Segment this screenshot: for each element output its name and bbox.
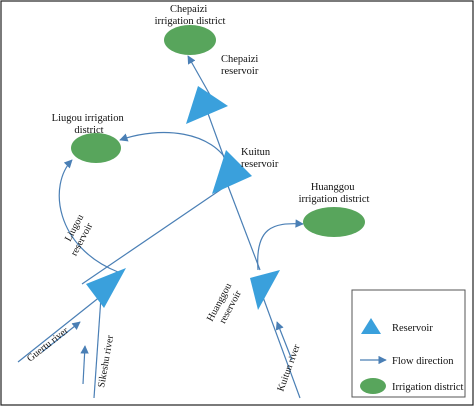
kuitun-reservoir bbox=[212, 150, 252, 194]
flow-arrow-kuitun-river bbox=[275, 321, 293, 361]
flow-line-kuitun-liugou-district bbox=[119, 131, 231, 167]
flow-line-guertu-river bbox=[17, 291, 107, 363]
huanggou-district-label: Huanggou irrigation district bbox=[299, 182, 370, 205]
flow-arrow-guertu-river bbox=[41, 321, 81, 353]
chepaizi-reservoir bbox=[186, 86, 228, 124]
chepaizi-district-label: Chepaizi irrigation district bbox=[155, 4, 226, 27]
chepaizi-reservoir-label: Chepaizi reservoir bbox=[221, 54, 261, 77]
chepaizi-irrigation-district bbox=[164, 25, 216, 55]
triangle-icon bbox=[361, 318, 381, 334]
flow-arrow-sikeshu-river bbox=[80, 345, 89, 385]
flow-line-liugou-liugou-district bbox=[58, 159, 119, 273]
legend: Reservoir Flow direction Irrigation dist… bbox=[351, 289, 466, 398]
ellipse-icon bbox=[360, 378, 386, 394]
legend-label-reservoir: Reservoir bbox=[392, 323, 433, 334]
liugou-reservoir bbox=[86, 268, 126, 308]
liugou-district-label: Liugou irrigation district bbox=[52, 113, 127, 136]
flow-line-kuitun-liugou bbox=[81, 185, 227, 285]
kuitun-river-label: Kuitun river bbox=[275, 342, 302, 393]
sikeshu-river-label: Sikeshu river bbox=[96, 334, 116, 389]
huanggou-reservoir bbox=[250, 270, 280, 310]
flow-line-huanggou-district bbox=[257, 219, 304, 271]
liugou-irrigation-district bbox=[71, 133, 121, 163]
legend-label-irrigation-district: Irrigation district bbox=[392, 382, 464, 393]
huanggou-irrigation-district bbox=[303, 207, 365, 237]
flow-line-kuitun-huanggou bbox=[227, 185, 261, 271]
flow-line-sikeshu-river bbox=[93, 296, 102, 399]
legend-label-flow-direction: Flow direction bbox=[392, 356, 454, 367]
huanggou-reservoir-label: Huanggou reservoir bbox=[205, 279, 246, 329]
guertu-river-label: Guertu river bbox=[25, 325, 71, 364]
liugou-reservoir-label: Liugou reservoir bbox=[58, 211, 98, 258]
kuitun-reservoir-label: Kuitun reservoir bbox=[241, 147, 279, 170]
